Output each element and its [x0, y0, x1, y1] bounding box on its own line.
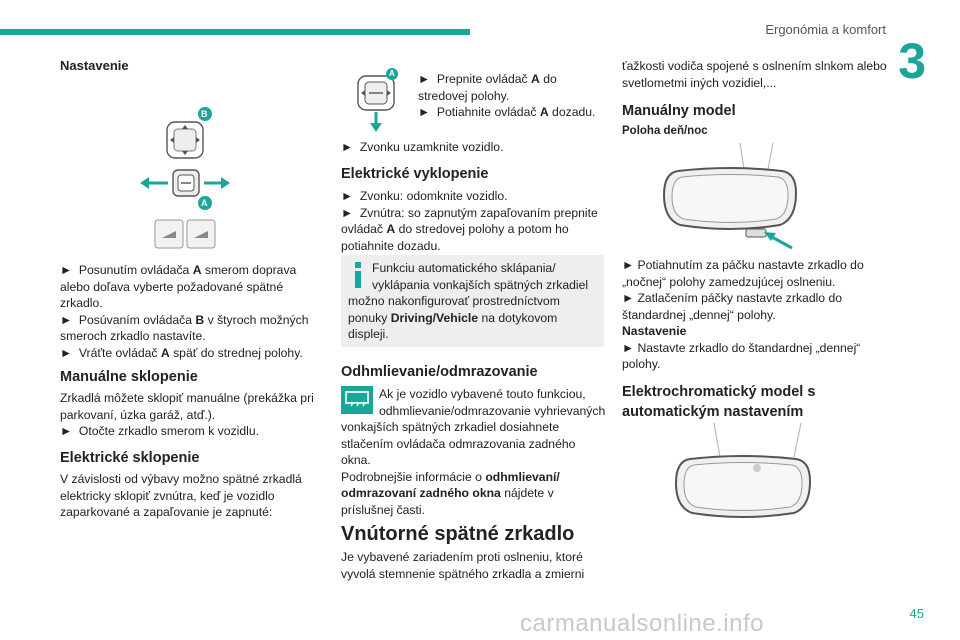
- electric-fold-text: V závislosti od výbavy možno spätné zrka…: [60, 472, 302, 519]
- watermark: carmanualsonline.info: [520, 610, 764, 637]
- mirror-control-diagram: [140, 107, 230, 249]
- electric-unfold-text: ► Zvonku: odomknite vozidlo. ► Zvnútra: …: [341, 189, 598, 253]
- defrost-text: Ak je vozidlo vybavené touto funkciou, o…: [341, 387, 606, 517]
- subtitle-setting: Nastavenie: [622, 324, 687, 338]
- section-title-manual-model: Manuálny model: [622, 103, 736, 119]
- section-title-manual-fold: Manuálne sklopenie: [60, 369, 198, 385]
- manual-fold-text: Zrkadlá môžete sklopiť manuálne (prekážk…: [60, 391, 314, 438]
- defrost-icon: [341, 386, 373, 414]
- fold-steps: ► Prepnite ovládač A do stredovej polohy…: [418, 72, 596, 119]
- adjust-steps: ► Posunutím ovládača A smerom doprava al…: [60, 263, 309, 360]
- label-a: A: [201, 198, 208, 208]
- section-title-interior-mirror: Vnútorné spätné zrkadlo: [341, 523, 575, 545]
- section-title-electric-unfold: Elektrické vyklopenie: [341, 166, 489, 182]
- section-title-defrost: Odhmlievanie/odmrazovanie: [341, 364, 538, 380]
- day-night-steps: ► Potiahnutím za páčku nastavte zrkadlo …: [622, 257, 907, 373]
- label-b: B: [201, 109, 208, 119]
- fold-control-diagram: [357, 68, 398, 132]
- interior-mirror-cont-text: ťažkosti vodiča spojené s oslnením slnko…: [622, 59, 887, 90]
- running-header: Ergonómia a komfort: [765, 22, 886, 37]
- lock-step: ► Zvonku uzamknite vozidlo.: [341, 140, 504, 154]
- header-accent-bar: [0, 29, 470, 35]
- info-note: [341, 255, 604, 347]
- section-title-electric-fold: Elektrické sklopenie: [60, 450, 200, 466]
- info-icon: [355, 262, 361, 288]
- chapter-number: 3: [898, 33, 926, 89]
- interior-mirror-text: Je vybavené zariadením proti oslneniu, k…: [341, 550, 585, 581]
- electrochromatic-mirror-diagram: [674, 422, 812, 518]
- info-note-text: Funkciu automatického sklápania/ vyklápa…: [348, 261, 589, 341]
- page-number: 45: [909, 606, 924, 621]
- section-title-electrochromatic: Elektrochromatický model s automatickým …: [622, 384, 816, 420]
- label-a-fold: A: [389, 69, 395, 78]
- section-title-nastavenie: Nastavenie: [60, 58, 129, 73]
- manual-mirror-diagram: [662, 142, 798, 250]
- subtitle-day-night: Poloha deň/noc: [622, 125, 708, 137]
